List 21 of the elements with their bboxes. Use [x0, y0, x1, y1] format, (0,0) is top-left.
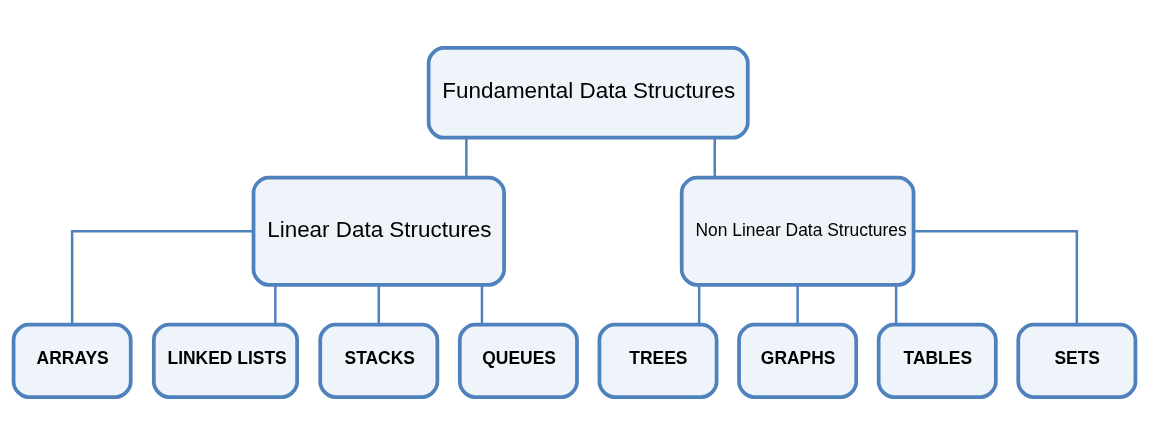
connector	[913, 230, 1079, 325]
node-box: TREES	[597, 322, 719, 399]
node-box: ARRAYS	[11, 322, 133, 399]
node-box: SETS	[1016, 322, 1138, 399]
node-box: GRAPHS	[737, 322, 859, 399]
node-box: Fundamental Data Structures	[426, 46, 750, 140]
connector	[377, 285, 381, 325]
node-box: Linear Data Structures	[251, 175, 506, 287]
connector	[70, 230, 254, 325]
node-box: LINKED LISTS	[151, 322, 299, 399]
node-box: TABLES	[876, 322, 998, 399]
connector	[697, 285, 701, 325]
node-box: Non Linear Data Structures	[679, 175, 916, 287]
connector	[465, 137, 468, 178]
node-box: QUEUES	[457, 322, 579, 399]
node-box: STACKS	[318, 322, 440, 399]
connector	[713, 137, 716, 178]
connector	[894, 285, 898, 325]
connector	[796, 285, 799, 325]
connector	[480, 285, 484, 325]
connector	[274, 285, 277, 325]
